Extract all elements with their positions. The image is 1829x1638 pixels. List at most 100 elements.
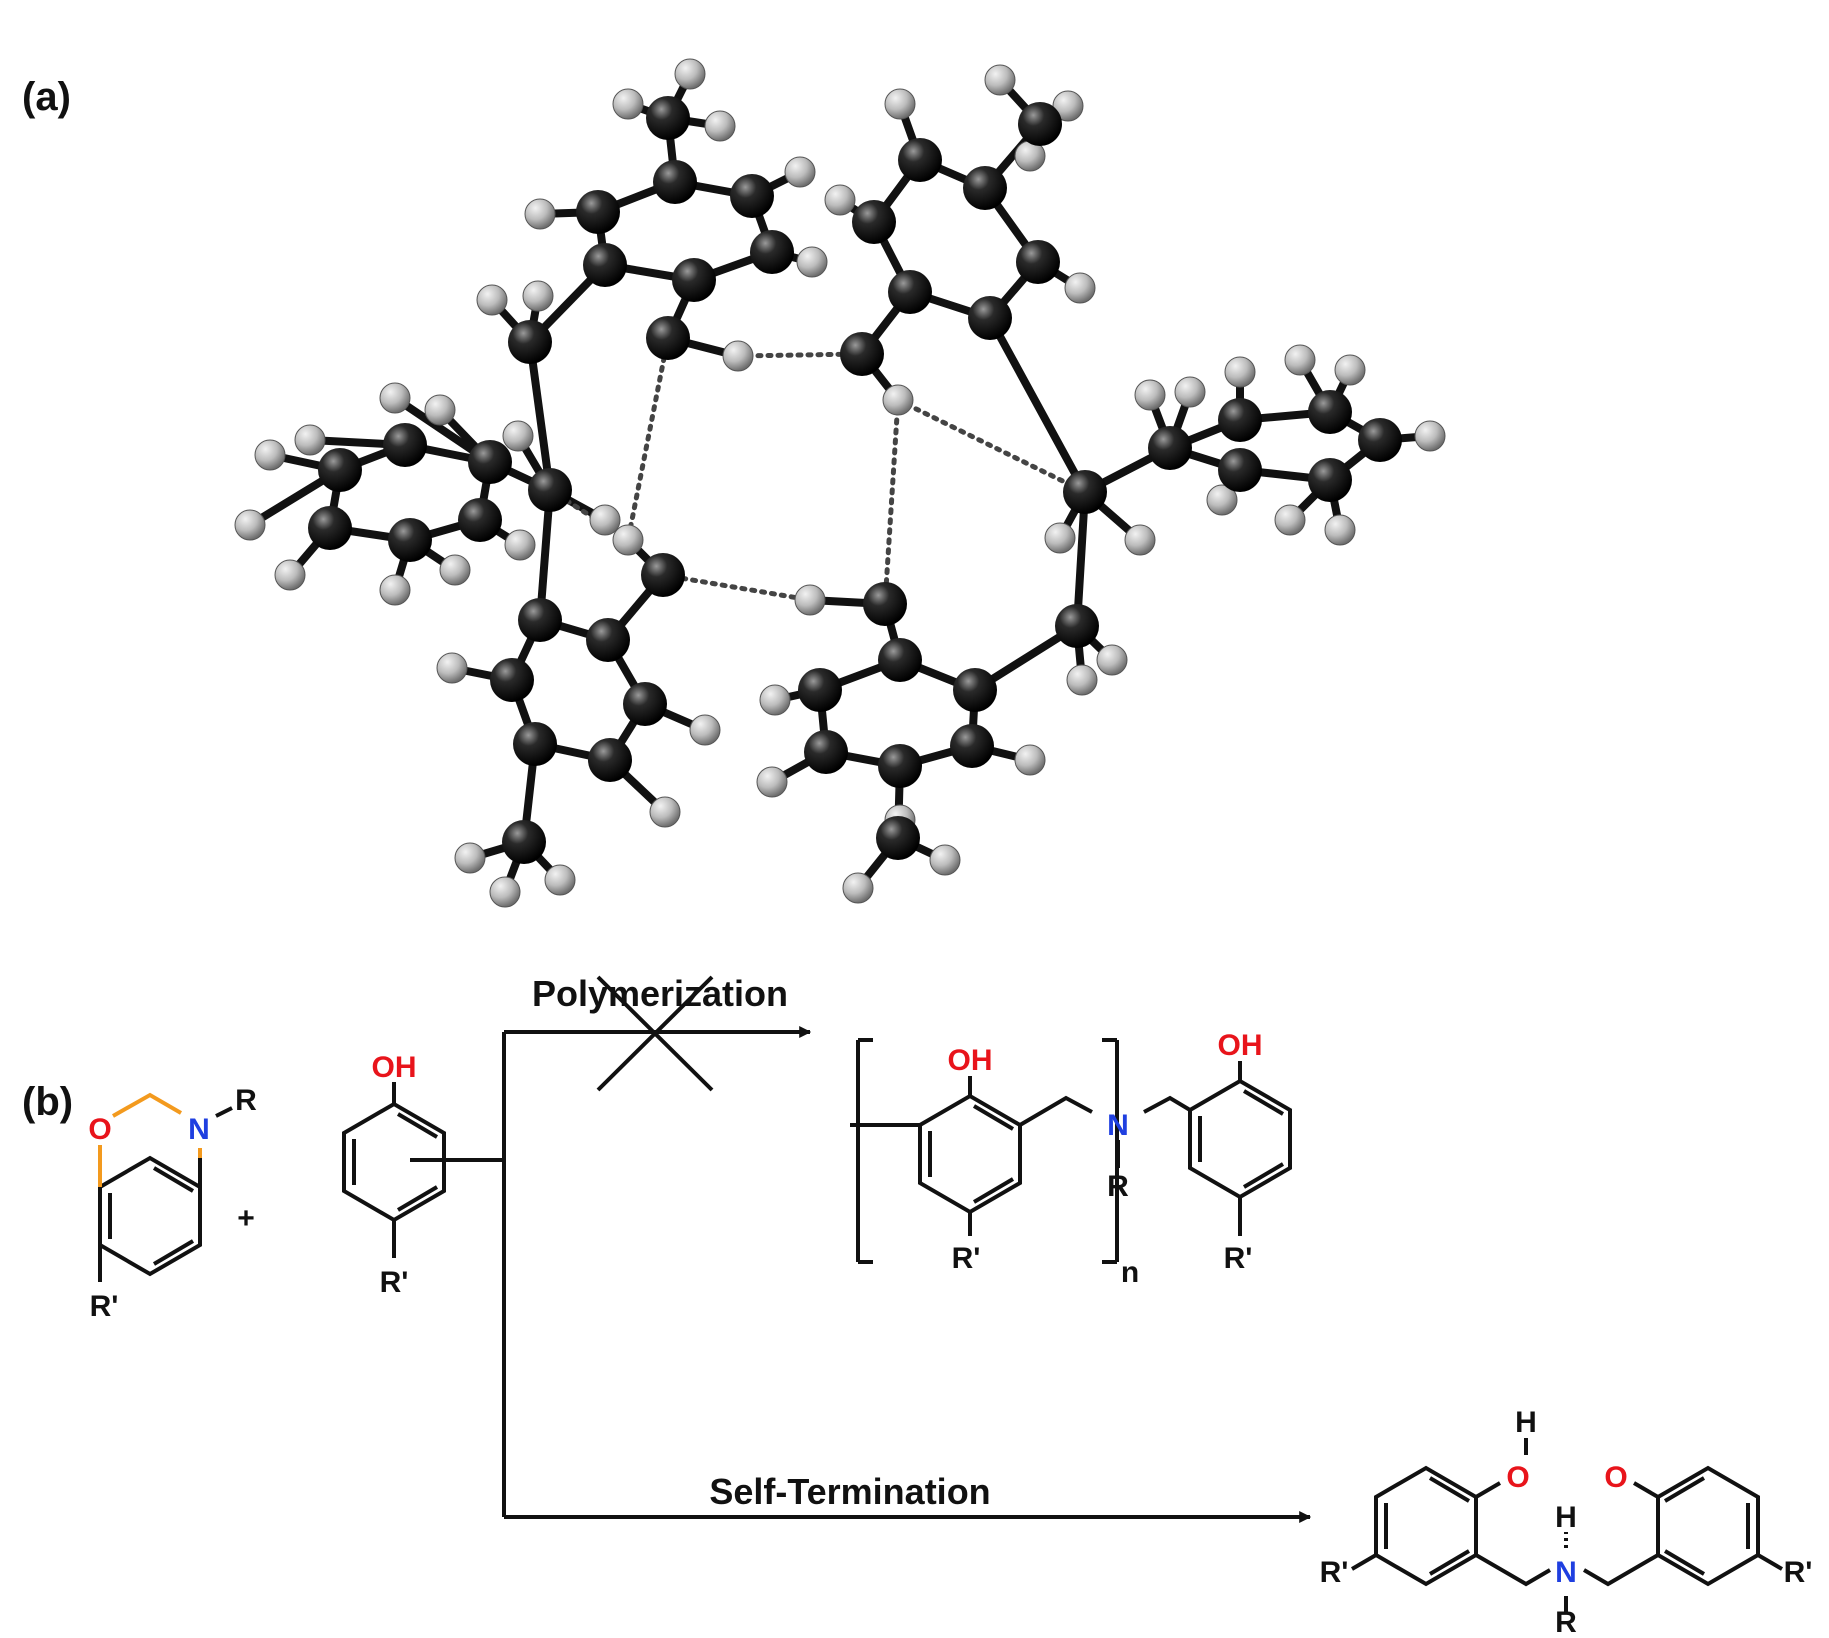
inner-double-bond (972, 1104, 1015, 1131)
hydrogen-atom (294, 424, 326, 456)
polybenzoxazine-product (850, 1038, 1292, 1264)
heavy-atom (1063, 470, 1107, 514)
heavy-atom (888, 270, 932, 314)
heavy-atom (852, 200, 896, 244)
hydrogen-atom (704, 110, 736, 142)
heavy-atom (528, 468, 572, 512)
heavy-atom (588, 738, 632, 782)
hydrogen-bonds (547, 335, 1088, 607)
hydrogen-atom (612, 88, 644, 120)
hydrogen-atom (649, 796, 681, 828)
hydrogen-atom (1134, 379, 1166, 411)
heavy-atom (641, 553, 685, 597)
r-substituent: R (1107, 1170, 1129, 1203)
n-r-bond (215, 1106, 233, 1118)
hydrogen-atom: H (1555, 1501, 1577, 1534)
hydrogen-bond (895, 397, 1088, 495)
heavy-atom (876, 816, 920, 860)
heavy-atom (490, 658, 534, 702)
inner-double-bond (396, 1112, 439, 1139)
hydrogen-atom (1044, 522, 1076, 554)
hydrogen-atom (1206, 484, 1238, 516)
hydrogen-atom (1324, 514, 1356, 546)
hydrogen-atom (1334, 354, 1366, 386)
hydrogen-atom (379, 382, 411, 414)
r-prime-bond (1756, 1553, 1784, 1571)
hydrogen-atom (689, 714, 721, 746)
r-prime-substituent: R' (1224, 1242, 1253, 1275)
panel-b-label: (b) (22, 1080, 73, 1124)
hydrogen-bond (882, 397, 901, 607)
heavy-atom (968, 296, 1012, 340)
hydrogen-atom (1414, 420, 1446, 452)
heavy-atom (468, 440, 512, 484)
polymerization-label: Polymerization (532, 973, 788, 1014)
heavy-atom (383, 423, 427, 467)
ch2-n-bonds (1474, 1553, 1552, 1587)
benzoxazine-reactant (98, 1092, 233, 1282)
ring-bond-o-ch2-n (112, 1092, 183, 1118)
heavy-atom (878, 638, 922, 682)
oxygen-atom: O (88, 1113, 111, 1146)
heavy-atom (1148, 426, 1192, 470)
hydrogen-atom (476, 284, 508, 316)
inner-double-bond (1242, 1089, 1285, 1116)
hydrogen-atom (544, 864, 576, 896)
heavy-atom (878, 744, 922, 788)
hydrogen-atom (984, 64, 1016, 96)
heavy-atom (950, 724, 994, 768)
hydrogen-atom (489, 876, 521, 908)
heavy-atom (1055, 604, 1099, 648)
hydrogen-atom (722, 340, 754, 372)
heavy-atom (963, 166, 1007, 210)
hydrogen-atom (796, 246, 828, 278)
phenol-reactant (342, 1082, 446, 1258)
hydrogen-atom (524, 198, 556, 230)
heavy-atom (1016, 240, 1060, 284)
benzene-ring (918, 1093, 1022, 1215)
hydrogen-bond (625, 335, 671, 543)
blocked-cross-line (596, 975, 714, 1092)
reaction-arrows (410, 975, 1312, 1523)
hydrogen-atom (439, 554, 471, 586)
hydrogen-atom (842, 872, 874, 904)
hydrogen-atom (234, 509, 266, 541)
heavy-atom (653, 160, 697, 204)
heavy-atom (308, 506, 352, 550)
heavy-atom (672, 258, 716, 302)
heavy-atom (318, 448, 362, 492)
heavy-atom (804, 730, 848, 774)
hydrogen-atom (784, 156, 816, 188)
r-prime-substituent: R' (90, 1290, 119, 1323)
r-substituent: R (1555, 1606, 1577, 1638)
oxygen-atom: O (1506, 1461, 1529, 1494)
heavy-atom (840, 332, 884, 376)
r-prime-substituent: R' (380, 1266, 409, 1299)
hydrogen-atom (794, 584, 826, 616)
hydrogen-atom (522, 280, 554, 312)
hydrogen-atom (1224, 356, 1256, 388)
inner-double-bond (1242, 1162, 1285, 1189)
hydrogen-atom (1064, 272, 1096, 304)
nitrogen-atom: N (1555, 1556, 1577, 1589)
inner-double-bond (152, 1166, 195, 1193)
inner-double-bond (972, 1177, 1015, 1204)
r-prime-bond (1350, 1553, 1378, 1571)
hydrogen-atom (882, 384, 914, 416)
hydrogen-atom (254, 439, 286, 471)
c-o-bond (1632, 1481, 1660, 1499)
hydrogen-atom (1096, 644, 1128, 676)
heavy-atom (1358, 418, 1402, 462)
ch2-n-ch2-bonds (1143, 1095, 1192, 1114)
heavy-atom (898, 138, 942, 182)
hydroxyl-group: OH (948, 1044, 993, 1077)
heavy-atom (1218, 398, 1262, 442)
hydrogen-atom (824, 184, 856, 216)
heavy-atom (1308, 458, 1352, 502)
nitrogen-atom: N (1107, 1109, 1129, 1142)
hydrogen-atom (759, 684, 791, 716)
heavy-atom (576, 190, 620, 234)
inner-double-bond (1428, 1476, 1471, 1503)
oxygen-atom: O (1604, 1461, 1627, 1494)
